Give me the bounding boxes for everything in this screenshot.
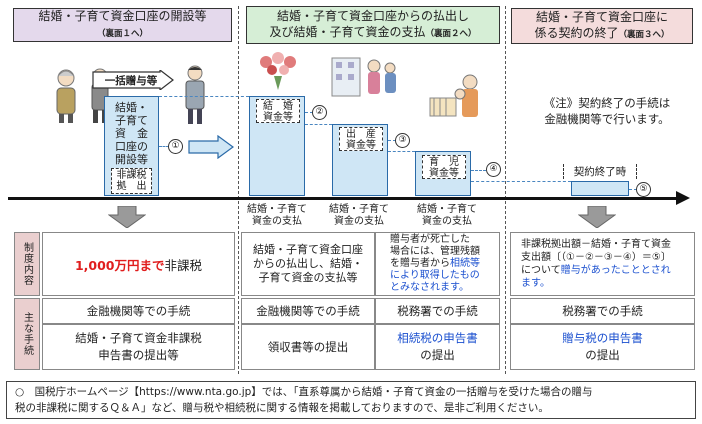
childbirth-funds-tag: 出 産資金等	[339, 127, 383, 151]
system-cell-termination: 非課税拠出額－結婚・子育て資金支出額〔（①－②－③－④）＝⑤〕 について贈与があ…	[510, 232, 695, 296]
transfer-arrow	[188, 135, 234, 159]
procedure-doc-opening: 結婚・子育て資金非課税申告書の提出等	[42, 324, 235, 370]
system-cell-death: 贈与者が死亡した場合には、管理残額 を贈与者から相続等 により取得したものとみな…	[375, 232, 500, 296]
reference-line	[305, 124, 332, 125]
reference-line	[388, 151, 415, 152]
reference-line	[159, 96, 249, 97]
tax-free-contribution-tag: 非課税拠 出	[111, 168, 152, 194]
timeline-arrowhead	[676, 191, 690, 205]
leader-line	[159, 146, 169, 147]
system-cell-withdrawal: 結婚・子育て資金口座からの払出し、結婚・子育て資金の支払等	[241, 232, 375, 296]
step-number-3: ③	[395, 133, 410, 148]
leader-line	[471, 170, 486, 171]
down-arrow-icon	[578, 206, 616, 228]
marriage-funds-tag: 結 婚資金等	[256, 99, 300, 123]
section-title-line2: 係る契約の終了（裏面３へ）	[534, 26, 670, 40]
leader-line	[629, 189, 637, 190]
section-title: 結婚・子育て資金口座の開設等（裏面１へ）	[38, 9, 207, 39]
section-title-line2: 及び結婚・子育て資金の支払（裏面２へ）	[269, 25, 477, 39]
procedure-place-death: 税務署での手続	[375, 298, 500, 324]
system-cell-opening: 1,000万円まで非課税	[42, 232, 235, 296]
down-arrow-icon	[108, 206, 146, 228]
termination-note: 《注》契約終了の手続は金融機関等で行います。	[543, 96, 671, 126]
section-header-withdrawal: 結婚・子育て資金口座からの払出し 及び結婚・子育て資金の支払（裏面２へ）	[246, 6, 500, 44]
leader-line	[388, 140, 396, 141]
remaining-balance-bar	[571, 181, 629, 196]
recipient-illustration	[185, 65, 205, 124]
contract-end-bracket: 契約終了時	[563, 164, 637, 179]
footer-notice: ○ 国税庁ホームページ【https://www.nta.go.jp】では、「直系…	[6, 381, 696, 419]
procedure-place-termination: 税務署での手続	[510, 298, 695, 324]
procedure-doc-withdrawal: 領収書等の提出	[241, 324, 375, 370]
childcare-illustration	[429, 74, 478, 117]
account-opening-text: 結婚・子育て資 金口座の開設等	[115, 101, 148, 166]
lump-sum-arrow	[92, 70, 174, 90]
section-title-line1: 結婚・子育て資金口座からの払出し	[276, 9, 469, 23]
section-title-line1: 結婚・子育て資金口座に	[535, 10, 668, 24]
step-number-4: ④	[486, 162, 501, 177]
hospital-family-illustration	[331, 57, 396, 97]
procedure-place-opening: 金融機関等での手続	[42, 298, 235, 324]
childcare-funds-tag: 育 児資金等	[422, 155, 466, 179]
procedure-place-withdrawal: 金融機関等での手続	[241, 298, 375, 324]
row-header-procedure: 主な手続	[14, 298, 40, 370]
lump-sum-label: 一括贈与等	[104, 75, 158, 87]
procedure-doc-death: 相続税の申告書の提出	[375, 324, 500, 370]
leader-line	[305, 112, 313, 113]
step-number-1: ①	[168, 139, 183, 154]
step-number-2: ②	[312, 105, 327, 120]
section-divider	[238, 6, 239, 374]
step-number-5: ⑤	[636, 182, 651, 197]
section-header-opening: 結婚・子育て資金口座の開設等（裏面１へ）	[13, 8, 232, 42]
payment-label: 結婚・子育て資金の支払	[329, 204, 389, 227]
reference-line	[471, 181, 571, 182]
payment-label: 結婚・子育て資金の支払	[247, 204, 307, 227]
procedure-doc-termination: 贈与税の申告書の提出	[510, 324, 695, 370]
section-divider	[505, 6, 506, 374]
marriage-flowers-illustration	[260, 52, 296, 90]
grandmother-illustration	[56, 69, 76, 123]
timeline-axis	[8, 197, 680, 200]
row-header-system: 制度内容	[14, 232, 40, 296]
section-header-termination: 結婚・子育て資金口座に 係る契約の終了（裏面３へ）	[511, 8, 693, 44]
payment-label: 結婚・子育て資金の支払	[417, 204, 477, 227]
